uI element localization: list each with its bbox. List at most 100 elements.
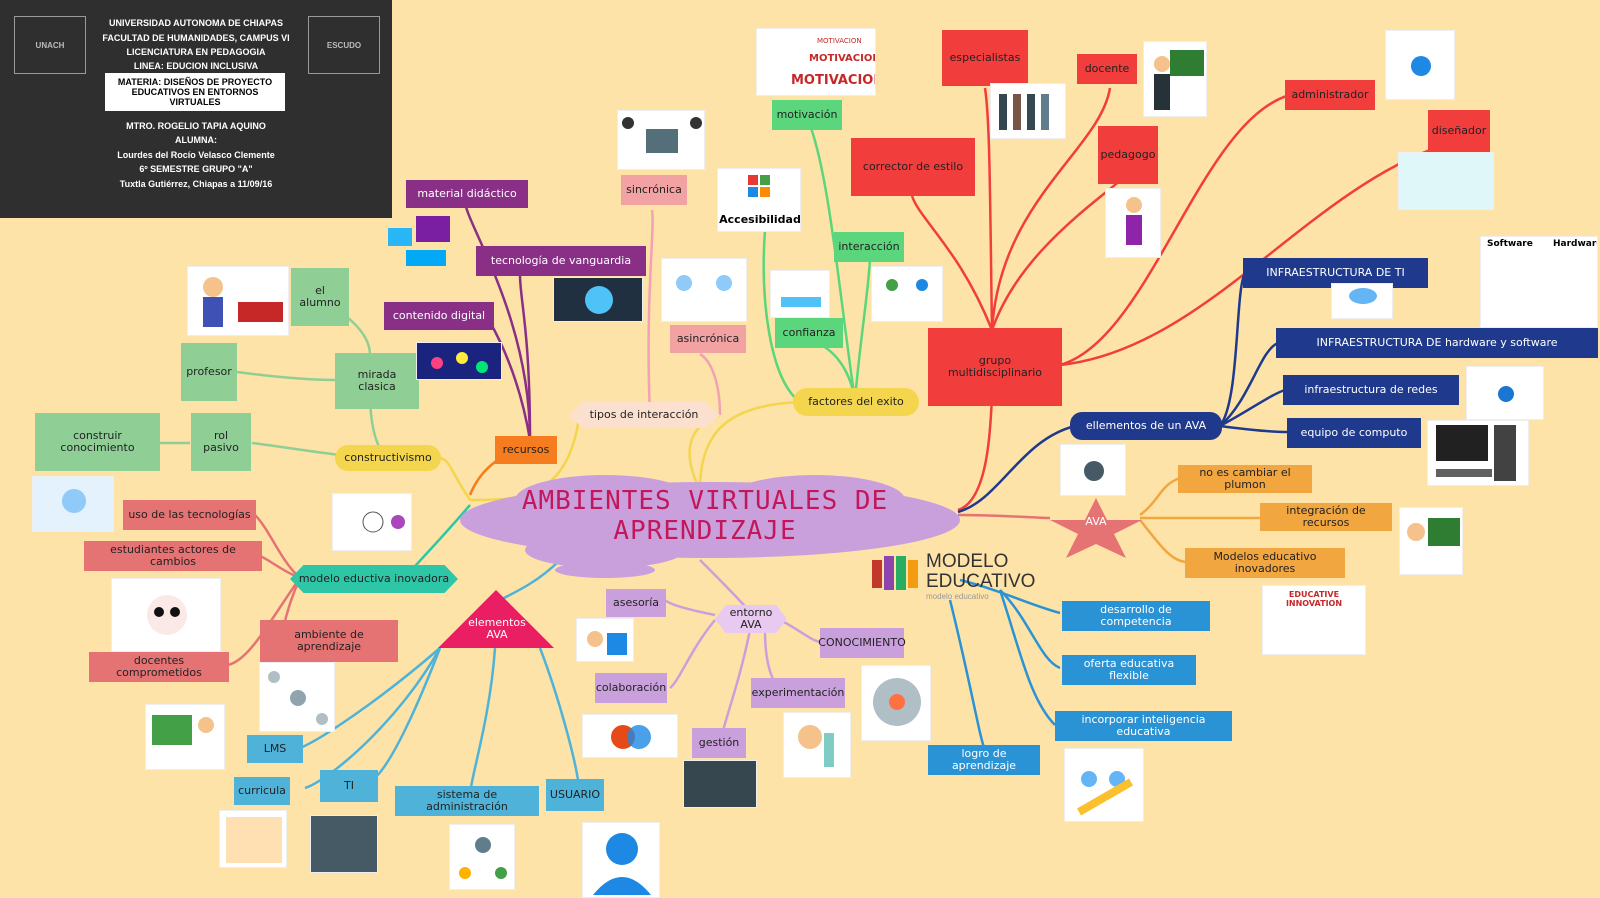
node-disenador[interactable]: diseñador <box>1428 110 1490 152</box>
teamwork-pencil-image <box>1064 748 1144 822</box>
faculty-logo: ESCUDO <box>308 16 380 74</box>
ti-image <box>310 815 378 873</box>
node-oferta-flexible[interactable]: oferta educativa flexible <box>1062 655 1196 685</box>
node-ava[interactable]: AVA <box>1085 514 1107 528</box>
node-mirada-clasica[interactable]: mirada clasica <box>335 353 419 409</box>
collaboration-image <box>582 714 678 758</box>
node-corrector-estilo[interactable]: corrector de estilo <box>851 138 975 196</box>
modelo-logo-sub: modelo educativo <box>926 592 989 601</box>
node-construir-conocimiento[interactable]: construir conocimiento <box>35 413 160 471</box>
header-teacher: MTRO. ROGELIO TAPIA AQUINO <box>126 121 266 131</box>
node-curricula[interactable]: curricula <box>234 777 290 805</box>
network-infra-image <box>1466 366 1544 420</box>
ava-network-image <box>1060 444 1126 496</box>
node-administrador[interactable]: administrador <box>1285 80 1375 110</box>
node-el-alumno[interactable]: el alumno <box>291 268 349 326</box>
title-line-1: AMBIENTES VIRTUALES DE <box>521 486 889 516</box>
node-constructivismo[interactable]: constructivismo <box>335 445 441 471</box>
node-colaboracion[interactable]: colaboración <box>595 673 667 703</box>
header-group: 6º SEMESTRE GRUPO "A" <box>139 164 253 174</box>
network-image <box>259 662 335 732</box>
node-ti[interactable]: TI <box>320 770 378 802</box>
it-infra-image <box>1331 283 1393 319</box>
node-rol-pasivo[interactable]: rol pasivo <box>191 413 251 471</box>
node-desarrollo-competencia[interactable]: desarrollo de competencia <box>1062 601 1210 631</box>
subject-box: MATERIA: DISEÑOS DE PROYECTO EDUCATIVOS … <box>105 73 285 111</box>
header-line: LINEA: EDUCION INCLUSIVA <box>133 61 259 71</box>
node-asesoria[interactable]: asesoría <box>606 589 666 617</box>
student-apps-image <box>111 578 221 652</box>
subject-line-2: EDUCATIVOS EN ENTORNOS VIRTUALES <box>131 87 259 107</box>
node-no-es-cambiar[interactable]: no es cambiar el plumon <box>1178 465 1312 493</box>
curricula-image <box>219 810 287 868</box>
hardware-label: Hardware <box>1553 239 1598 249</box>
modelo-educativo-logo: MODELO EDUCATIVO modelo educativo <box>872 552 1052 601</box>
node-logro-aprendizaje[interactable]: logro de aprendizaje <box>928 745 1040 775</box>
motivation-text-small: MOTIVACION <box>817 37 862 45</box>
node-entorno-ava[interactable]: entorno AVA <box>715 605 787 633</box>
node-infra-redes[interactable]: infraestructura de redes <box>1283 375 1459 405</box>
node-factores-exito[interactable]: factores del exito <box>793 388 919 416</box>
accessibility-image: Accesibilidad <box>717 168 801 232</box>
node-modelo-inovadora[interactable]: modelo eductiva inovadora <box>290 565 458 593</box>
node-modelos-educativos[interactable]: Modelos educativo inovadores <box>1185 548 1345 578</box>
asesoria-image <box>576 618 634 662</box>
node-experimentacion[interactable]: experimentación <box>751 678 845 708</box>
software-hardware-image: Software Hardware <box>1480 236 1598 328</box>
node-recursos[interactable]: recursos <box>495 436 557 464</box>
node-gestion[interactable]: gestión <box>692 728 746 758</box>
node-asincronica[interactable]: asincrónica <box>670 325 746 353</box>
classroom-image <box>187 266 289 336</box>
header-faculty: FACULTAD DE HUMANIDADES, CAMPUS VI <box>102 33 290 43</box>
title-line-2: APRENDIZAJE <box>613 516 797 546</box>
title-cloud <box>460 475 960 578</box>
software-label: Software <box>1487 239 1533 249</box>
node-tecnologia-vanguardia[interactable]: tecnología de vanguardia <box>476 246 646 276</box>
motivation-text-mid: MOTIVACION <box>809 53 876 64</box>
node-uso-tecnologias[interactable]: uso de las tecnologías <box>123 500 256 530</box>
node-sincronica[interactable]: sincrónica <box>621 175 687 205</box>
node-integracion-recursos[interactable]: integración de recursos <box>1260 503 1392 531</box>
admin-system-image <box>449 824 515 890</box>
header-panel: UNACH ESCUDO UNIVERSIDAD AUTONOMA DE CHI… <box>0 0 392 218</box>
node-confianza[interactable]: confianza <box>775 318 843 348</box>
node-conocimiento[interactable]: CONOCIMIENTO <box>818 628 906 658</box>
motivation-text-big: MOTIVACION <box>791 73 876 88</box>
node-interaccion[interactable]: interacción <box>834 232 904 262</box>
node-sistema-admin[interactable]: sistema de administración <box>395 786 539 816</box>
desktop-computer-image <box>1427 420 1529 486</box>
node-contenido-digital[interactable]: contenido digital <box>384 302 494 330</box>
motivation-image: MOTIVACION MOTIVACION MOTIVACION <box>756 28 876 96</box>
node-material-didactico[interactable]: material didáctico <box>406 180 528 208</box>
accessibility-label: Accesibilidad <box>719 213 801 226</box>
node-pedagogo[interactable]: pedagogo <box>1098 126 1158 184</box>
node-docente[interactable]: docente <box>1077 54 1137 84</box>
node-infra-hw-sw[interactable]: INFRAESTRUCTURA DE hardware y software <box>1276 328 1598 358</box>
devices-icon <box>386 210 466 270</box>
node-ambiente-aprendizaje[interactable]: ambiente de aprendizaje <box>260 620 398 662</box>
node-lms[interactable]: LMS <box>247 735 303 763</box>
university-logo: UNACH <box>14 16 86 74</box>
brain-knowledge-image <box>861 665 931 741</box>
pedagogo-image <box>1105 188 1161 258</box>
gestion-image <box>683 760 757 808</box>
node-especialistas[interactable]: especialistas <box>942 30 1028 86</box>
node-motivacion[interactable]: motivación <box>772 100 842 130</box>
educative-innovation-label: EDUCATIVE INNOVATION <box>1285 590 1343 608</box>
subject-line-1: MATERIA: DISEÑOS DE PROYECTO <box>117 77 273 87</box>
technology-person-image <box>32 476 114 532</box>
experiment-image <box>783 712 851 778</box>
header-student-label: ALUMNA: <box>175 135 217 145</box>
node-equipo-computo[interactable]: equipo de computo <box>1287 418 1421 448</box>
node-elementos-ava[interactable]: ellementos de un AVA <box>1070 412 1222 440</box>
async-people-image <box>661 258 747 322</box>
node-docentes-comprometidos[interactable]: docentes comprometidos <box>89 652 229 682</box>
specialists-image <box>990 83 1066 139</box>
node-grupo-multidisciplinario[interactable]: grupo multidisciplinario <box>928 328 1062 406</box>
node-usuario[interactable]: USUARIO <box>546 779 604 811</box>
node-estudiantes-actores[interactable]: estudiantes actores de cambios <box>84 541 262 571</box>
node-inteligencia-educativa[interactable]: incorporar inteligencia educativa <box>1055 711 1232 741</box>
node-profesor[interactable]: profesor <box>181 343 237 401</box>
node-tipos-interaccion[interactable]: tipos de interacción <box>568 402 720 428</box>
node-elementos-ava-2[interactable]: elementos AVA <box>468 615 526 641</box>
